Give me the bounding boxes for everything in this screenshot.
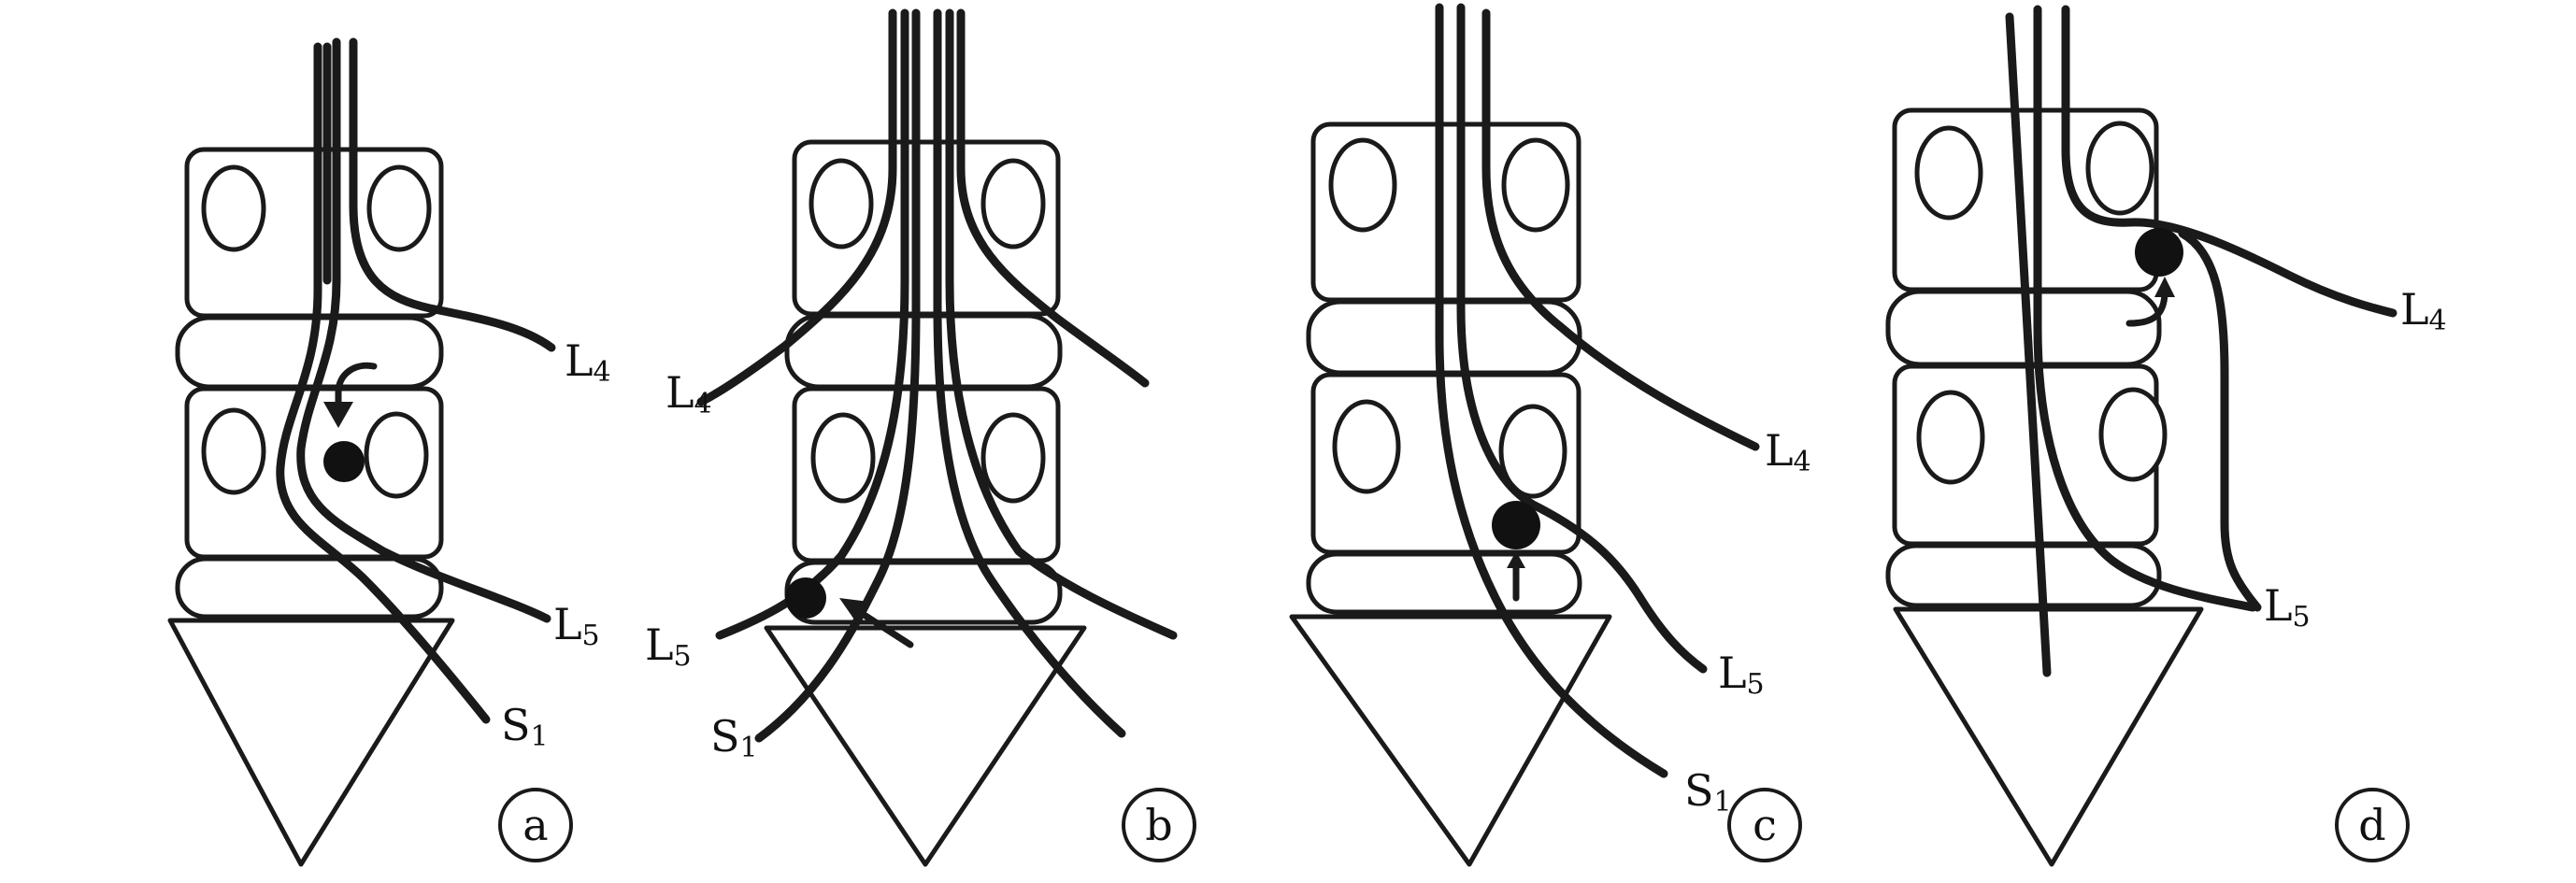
label-s1: S1 (501, 700, 549, 753)
facet-oval (1914, 125, 1983, 221)
label-l4: L4 (665, 367, 712, 420)
curved-arrow-icon (2125, 288, 2168, 327)
label-l4: L4 (565, 335, 611, 389)
nerve-roots (2005, 5, 2397, 677)
nerve-roots (696, 8, 1178, 743)
disc-lower (175, 556, 444, 620)
panel-badge-label: c (1753, 800, 1777, 850)
nerve-main (2005, 12, 2052, 677)
nerve-l5-outer (2178, 229, 2262, 612)
nerve-l5-inner (2033, 5, 2257, 612)
spine-outline (764, 139, 1087, 867)
nerve-l5-left (715, 8, 909, 640)
facet-oval (1328, 137, 1397, 233)
facet-oval (2085, 121, 2154, 216)
facet-oval (1332, 399, 1401, 494)
nerve-l4-left (696, 8, 897, 406)
facet-oval (201, 407, 266, 495)
panel-a: L4 L5 S1 a (167, 37, 611, 867)
facet-oval (980, 158, 1046, 249)
label-l4: L4 (1765, 425, 1811, 478)
panel-badge-label: b (1145, 800, 1172, 850)
panel-b: L4 L5 S1 b (645, 8, 1196, 867)
disc-herniation (785, 577, 826, 619)
label-l5: L5 (1718, 648, 1765, 701)
arrowhead-icon (2154, 277, 2175, 297)
facet-oval (366, 164, 432, 252)
facet-oval (810, 412, 876, 504)
facet-oval (364, 411, 429, 499)
arrowhead-icon (839, 598, 869, 622)
panel-badge-label: d (2358, 800, 2385, 850)
sacrum (1893, 606, 2204, 867)
curved-arrow-icon (335, 362, 378, 413)
spine-outline (167, 147, 455, 867)
panel-badge-c: c (1727, 788, 1802, 862)
panel-c: L4 L5 S1 c (1289, 3, 1811, 867)
panel-badge-a: a (498, 788, 573, 862)
arrow-icon (849, 604, 914, 648)
facet-oval (809, 158, 874, 249)
nerve-s1-right (933, 8, 1126, 738)
facet-oval (2098, 387, 2168, 482)
sacrum (167, 618, 455, 867)
nerve-l5 (296, 37, 551, 623)
spine-outline (1289, 121, 1612, 867)
nerve-s1 (276, 42, 491, 724)
disc-lower (1306, 551, 1582, 615)
disc-herniation (1492, 501, 1540, 549)
panel-badge-d: d (2335, 788, 2410, 862)
label-l5: L5 (2264, 580, 2311, 634)
nerve-l5 (1456, 3, 1708, 674)
facet-oval (1498, 404, 1567, 499)
disc-lower (1885, 543, 2162, 608)
label-s1: S1 (1684, 765, 1732, 819)
disc-upper (784, 313, 1063, 390)
label-s1: S1 (710, 711, 758, 764)
sacrum (764, 625, 1087, 867)
disc-herniation (323, 441, 365, 482)
nerve-l4 (1481, 8, 1760, 451)
nerve-roots (1435, 3, 1760, 778)
facet-oval (980, 412, 1046, 504)
label-l4: L4 (2400, 284, 2447, 337)
panel-badge-b: b (1122, 788, 1196, 862)
nerve-l5-right (945, 8, 1178, 640)
disc-herniation (2135, 228, 2183, 277)
nerve-l4 (349, 37, 556, 352)
facet-oval (201, 164, 266, 252)
label-l5: L5 (645, 620, 692, 673)
arrowhead-icon (323, 402, 353, 428)
nerve-l4-right (956, 8, 1150, 388)
panel-badge-label: a (522, 800, 548, 850)
panel-d: L4 L5 d (1885, 5, 2447, 867)
nerve-l4 (2061, 5, 2397, 318)
label-l5: L5 (553, 599, 600, 652)
arrowhead-icon (1507, 551, 1525, 568)
nerve-roots (276, 37, 556, 724)
facet-oval (1501, 137, 1570, 233)
nerve-s1-left (754, 8, 921, 743)
facet-oval (1916, 390, 1985, 485)
sacrum (1289, 614, 1612, 867)
nerve-s1 (1435, 3, 1668, 778)
